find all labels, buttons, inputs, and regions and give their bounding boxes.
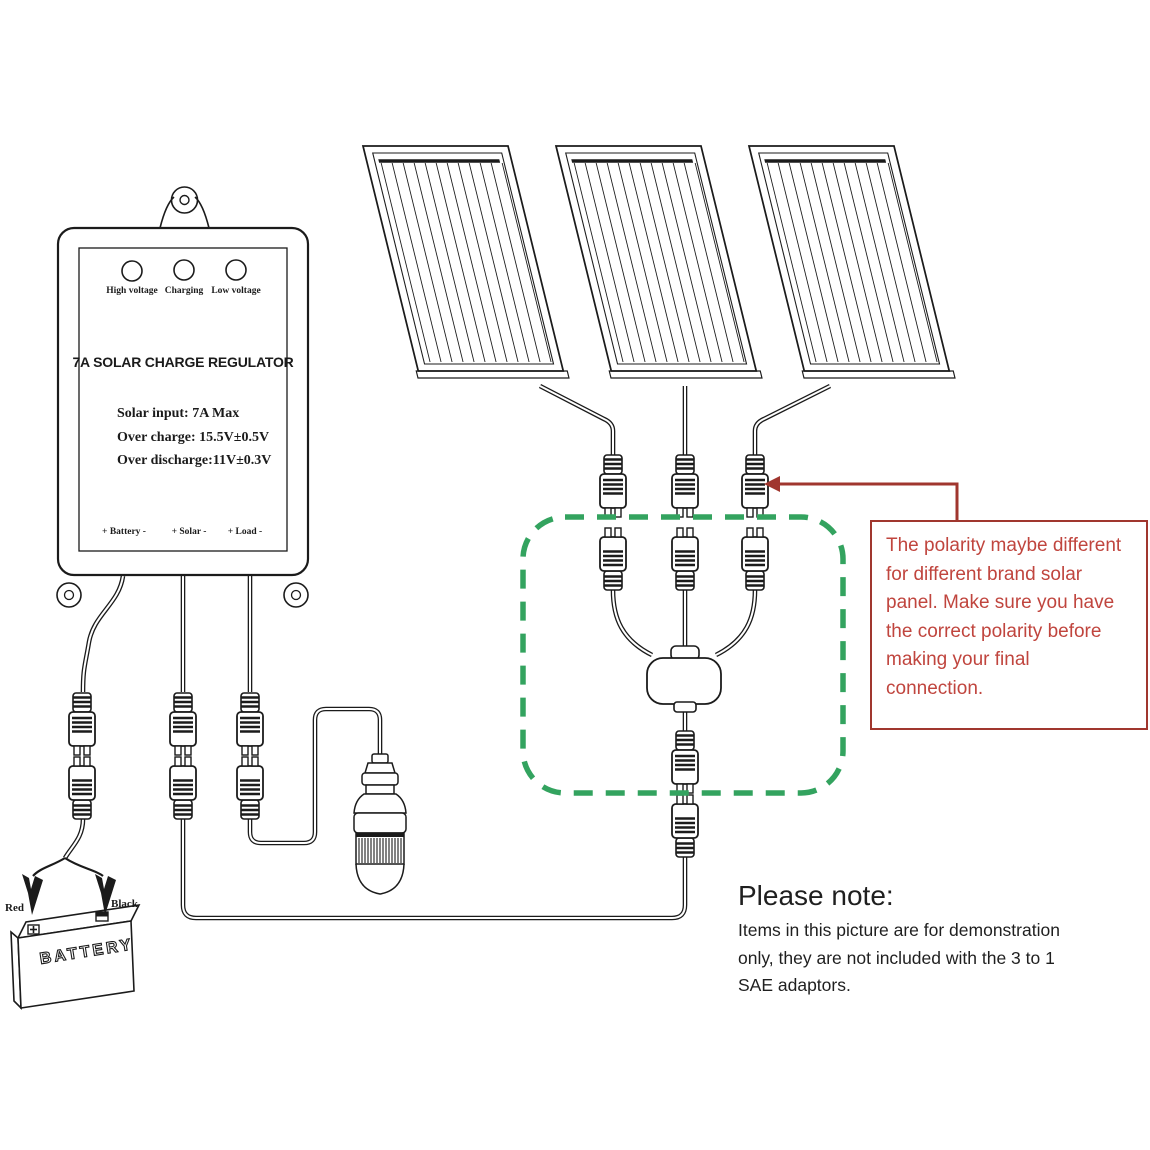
solar-cable-plug: [168, 755, 198, 821]
terminal-label-battery: + Battery -: [102, 527, 146, 537]
solar-panel-1: [359, 144, 571, 380]
charge-regulator-outline: [56, 186, 310, 608]
load-cable-plug: [235, 755, 265, 821]
adaptor-output-plug: [670, 729, 700, 795]
red-clamp-label: Red: [5, 902, 24, 914]
low-voltage-led: [225, 259, 247, 281]
adaptor-highlight-dashed-box: [520, 514, 846, 796]
bottom-left-mounting-ear: [56, 582, 82, 608]
terminal-label-load: + Load -: [227, 527, 263, 537]
battery-cable-plug: [67, 755, 97, 821]
please-note-body: Items in this picture are for demonstrat…: [738, 920, 1060, 995]
adaptor-sae-plug-3: [740, 526, 770, 592]
panel1-sae-plug: [598, 453, 628, 519]
charging-led: [173, 259, 195, 281]
bottom-right-mounting-ear: [283, 582, 309, 608]
led-label-high-voltage: High voltage: [106, 286, 158, 296]
light-bulb: [353, 753, 407, 895]
adaptor-sae-plug-2: [670, 526, 700, 592]
solar-panel-3: [745, 144, 957, 380]
wires: [32, 383, 832, 921]
panel3-sae-plug: [740, 453, 770, 519]
panel2-sae-plug: [670, 453, 700, 519]
solar-panel-2: [552, 144, 764, 380]
black-clamp-label: Black: [111, 898, 138, 910]
load-lead-plug: [235, 691, 265, 757]
please-note-heading: Please note:: [738, 880, 894, 911]
battery-drawing: [10, 874, 141, 1011]
three-to-one-adaptor-hub: [646, 645, 722, 713]
high-voltage-led: [121, 260, 143, 282]
led-label-low-voltage: Low voltage: [211, 286, 261, 296]
solar-lead-plug: [168, 691, 198, 757]
regulator-specs: Solar input: 7A Max Over charge: 15.5V±0…: [117, 406, 272, 468]
led-label-charging: Charging: [164, 286, 204, 296]
top-mounting-ear: [170, 186, 199, 214]
red-clamp: [22, 874, 43, 915]
terminal-label-solar: + Solar -: [171, 527, 207, 537]
adaptor-sae-plug-1: [598, 526, 628, 592]
black-clamp: [95, 874, 116, 915]
polarity-warning-box: The polarity maybe different for differe…: [870, 520, 1148, 730]
regulator-title: 7A SOLAR CHARGE REGULATOR: [72, 354, 294, 370]
polarity-warning-text: The polarity maybe different for differe…: [886, 535, 1122, 699]
polarity-arrow: [764, 476, 959, 521]
battery-lead-plug: [67, 691, 97, 757]
solar-extension-plug: [670, 793, 700, 859]
